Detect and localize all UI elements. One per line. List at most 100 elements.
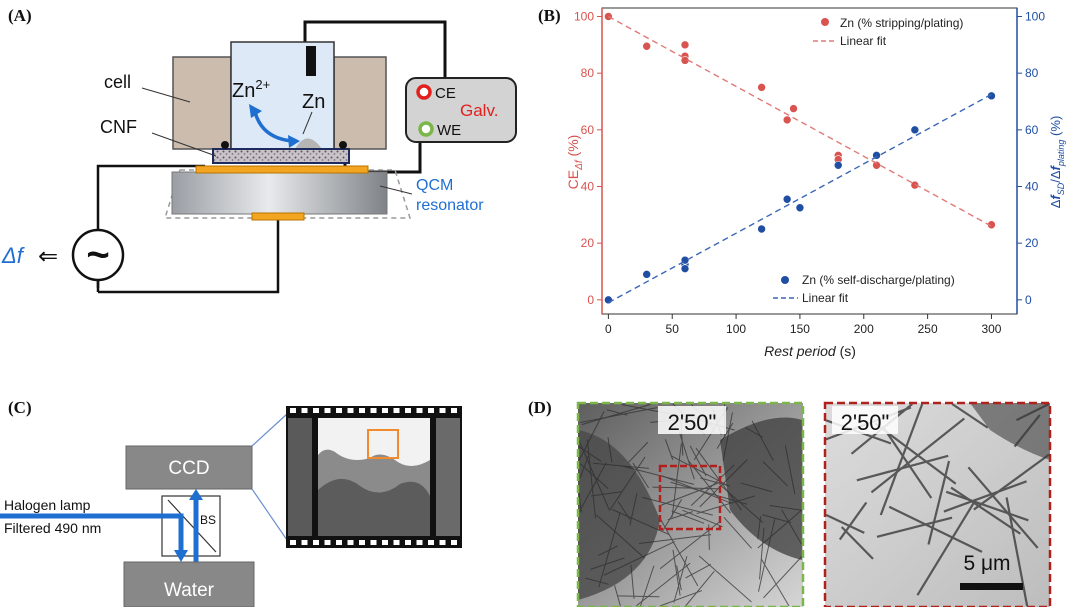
nanofiber xyxy=(593,462,649,469)
film-perforation xyxy=(359,540,365,545)
scale-bar-label: 5 μm xyxy=(963,552,1010,575)
galvanostat-box xyxy=(405,77,517,143)
nanofiber xyxy=(604,541,675,576)
nanofiber xyxy=(632,462,650,489)
y-right-axis-label: ΔfSD/Δfplating (%) xyxy=(1048,116,1066,209)
ce-terminal xyxy=(416,84,432,100)
nanofiber xyxy=(825,513,865,534)
data-point-blue xyxy=(642,270,651,279)
time-label-bg-right xyxy=(832,406,898,434)
x-tick-label: 0 xyxy=(605,322,612,336)
film-perforation xyxy=(370,408,377,413)
cnf-leader xyxy=(151,132,217,157)
film-perforation xyxy=(451,408,457,413)
legend-label-red: Zn (% stripping/plating) xyxy=(840,16,963,30)
nanofiber xyxy=(759,527,765,580)
nanofiber xyxy=(838,501,868,541)
ion-arrow xyxy=(253,111,293,143)
y-right-tick-label: 0 xyxy=(1025,293,1032,307)
nanofiber xyxy=(598,545,618,557)
y-left-tick-label: 20 xyxy=(581,236,595,250)
nanofiber xyxy=(716,422,734,449)
nanofiber xyxy=(606,409,628,416)
film-perforation xyxy=(393,408,400,413)
we-terminal xyxy=(418,121,434,137)
nanofiber xyxy=(781,509,803,545)
data-point-blue xyxy=(680,264,690,273)
nanofiber xyxy=(579,455,589,479)
y-right-tick-label: 60 xyxy=(1025,123,1039,137)
nanofiber xyxy=(784,445,796,495)
film-perforation xyxy=(451,540,457,545)
nanofiber xyxy=(951,403,989,429)
panel-d-images: 2'50" 2'50" 5 μm xyxy=(576,401,1052,607)
panel-a-diagram: cell CNF Zn2+ Zn CE WE Galv. QCM resonat… xyxy=(1,20,517,294)
nanofiber xyxy=(659,590,703,607)
nanofiber xyxy=(695,447,742,511)
data-point-red xyxy=(782,115,792,125)
nanofiber xyxy=(628,441,649,463)
arrow-glyph: ⇐ xyxy=(38,243,58,270)
fit-line-1 xyxy=(608,15,992,227)
nanofiber xyxy=(700,477,729,487)
cell-wall-right xyxy=(333,56,387,150)
nanofiber xyxy=(696,495,755,515)
delta-f-label: Δf xyxy=(1,243,26,268)
nanofiber xyxy=(578,440,610,511)
data-point-blue xyxy=(910,125,920,135)
nanofiber xyxy=(629,493,638,526)
film-perforation xyxy=(439,408,446,413)
resonator-label: resonator xyxy=(416,197,484,214)
circuit-wire xyxy=(96,218,280,294)
nanofiber xyxy=(607,437,613,463)
x-tick-label: 50 xyxy=(666,322,680,336)
legend-label-blue: Zn (% self-discharge/plating) xyxy=(802,273,955,287)
x-tick-label: 200 xyxy=(854,322,874,336)
nanofiber xyxy=(660,519,699,587)
y-left-tick-label: 100 xyxy=(574,10,594,24)
film-perforation xyxy=(439,540,446,545)
legend-label-blue-fit: Linear fit xyxy=(802,291,849,305)
nanofiber xyxy=(640,565,655,607)
panel-label-b: (B) xyxy=(538,6,561,25)
y-right-tick-label: 100 xyxy=(1025,10,1045,24)
nanofiber xyxy=(769,505,803,511)
film-perforation xyxy=(301,408,308,413)
film-perforation xyxy=(290,408,296,413)
zn-ion-label: Zn2+ xyxy=(232,77,270,102)
legend-marker-red xyxy=(821,18,829,26)
circuit-wire xyxy=(303,20,447,78)
nanofiber xyxy=(581,403,652,426)
film-perforation xyxy=(428,540,434,545)
nanofiber xyxy=(685,570,715,607)
fiber-cluster-corner xyxy=(970,403,1050,460)
nanofiber xyxy=(723,517,752,549)
nanofiber xyxy=(763,555,803,599)
nanofiber xyxy=(1015,403,1050,422)
electrolyte xyxy=(230,41,335,150)
data-point-red xyxy=(642,41,651,51)
nanofiber xyxy=(609,456,646,511)
film-perforation xyxy=(336,408,342,413)
circuit-wire xyxy=(96,164,205,232)
nanofiber xyxy=(598,512,621,588)
zoom-line-top xyxy=(251,413,288,447)
film-perforation xyxy=(324,408,331,413)
x-axis-label: Rest period (s) xyxy=(764,343,856,359)
x-tick-label: 100 xyxy=(726,322,746,336)
nanofiber xyxy=(888,505,983,553)
y-left-tick-label: 60 xyxy=(581,123,595,137)
legend-label-red-fit: Linear fit xyxy=(840,34,887,48)
nanofiber xyxy=(639,534,712,545)
water-box xyxy=(123,561,255,607)
nanofiber xyxy=(580,407,658,423)
data-point-blue xyxy=(757,224,766,234)
film-perforation xyxy=(336,540,342,545)
nanofiber xyxy=(620,465,695,485)
light-arrow-down xyxy=(174,550,188,562)
film-perforation xyxy=(416,540,423,545)
film-dark-area xyxy=(318,478,430,536)
film-perforation xyxy=(428,408,434,413)
nanofiber xyxy=(611,509,670,536)
